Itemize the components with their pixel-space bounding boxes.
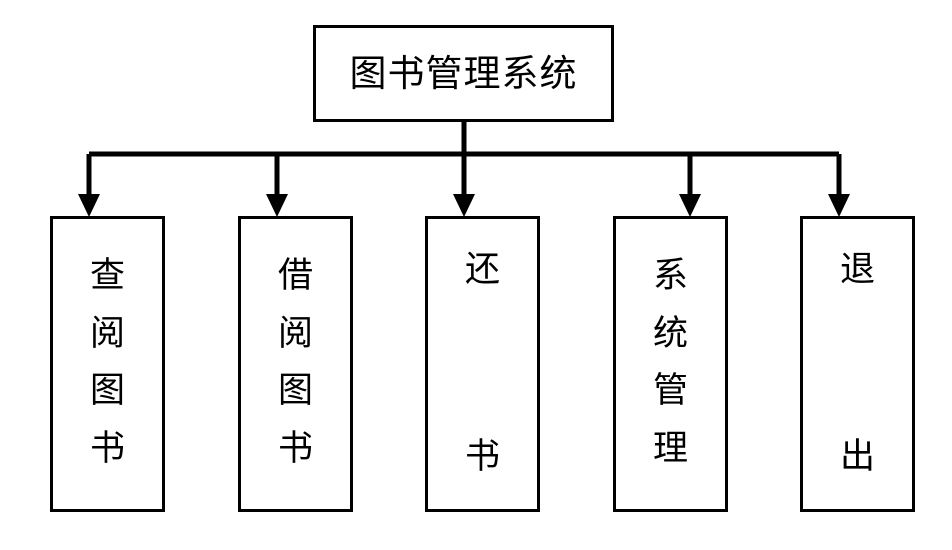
node-char: 理	[652, 428, 688, 469]
node-child-exit[interactable]: 退 出	[800, 216, 915, 512]
node-char: 管	[652, 371, 688, 412]
node-char: 还	[464, 250, 500, 290]
node-char: 书	[464, 437, 500, 477]
arrowhead-icon-3	[453, 194, 475, 217]
node-child-3-text: 还 书	[428, 219, 537, 509]
node-char: 系	[652, 256, 688, 297]
node-char: 阅	[89, 313, 125, 354]
node-char: 图	[89, 371, 125, 412]
arrowhead-icon-1	[78, 194, 100, 217]
node-char: 出	[839, 437, 875, 477]
node-root-label: 图书管理系统	[349, 52, 578, 95]
arrowhead-icon-4	[679, 194, 701, 217]
node-char: 统	[652, 313, 688, 354]
node-child-borrow-books[interactable]: 借 阅 图 书	[238, 216, 353, 512]
node-child-2-text: 借 阅 图 书	[241, 219, 350, 509]
node-char: 借	[277, 256, 313, 297]
arrowhead-icon-5	[828, 194, 850, 217]
node-char: 书	[277, 428, 313, 469]
node-char: 查	[89, 256, 125, 297]
node-child-system-management[interactable]: 系 统 管 理	[613, 216, 728, 512]
node-child-5-text: 退 出	[803, 219, 912, 509]
node-char: 书	[89, 428, 125, 469]
arrowhead-icon-2	[266, 194, 288, 217]
node-child-1-text: 查 阅 图 书	[53, 219, 162, 509]
node-child-4-text: 系 统 管 理	[616, 219, 725, 509]
node-char: 退	[839, 250, 875, 290]
node-char: 图	[277, 371, 313, 412]
node-child-return-books[interactable]: 还 书	[425, 216, 540, 512]
node-child-browse-books[interactable]: 查 阅 图 书	[50, 216, 165, 512]
node-root-library-system[interactable]: 图书管理系统	[313, 25, 614, 122]
node-char: 阅	[277, 313, 313, 354]
